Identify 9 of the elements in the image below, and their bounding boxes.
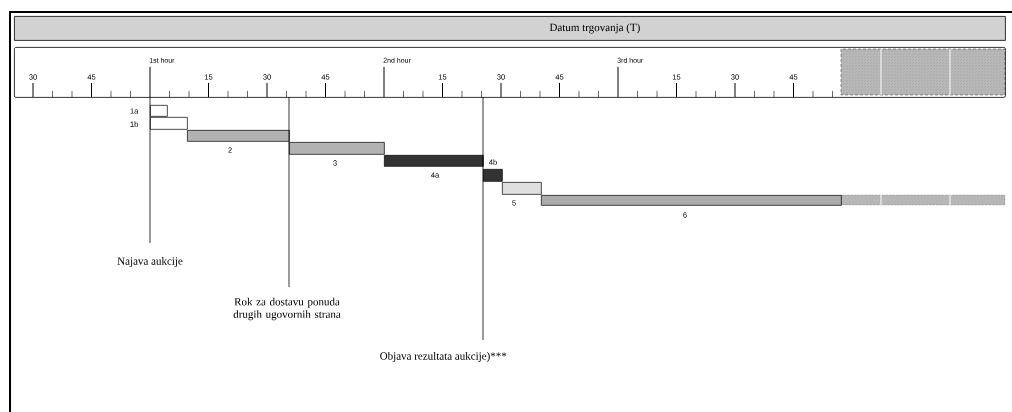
- leader-line: [288, 96, 290, 288]
- leader-line: [149, 96, 151, 244]
- milestone-label: Rok za dostavu ponuda drugih ugovornih strana: [233, 297, 341, 321]
- leader-line: [482, 96, 484, 341]
- time-ruler-drawing: [880, 48, 951, 96]
- milestone-label: Najava aukcije: [117, 257, 183, 267]
- time-ruler-drawing: [14, 47, 1006, 98]
- header-band: Datum trgovanja (T): [14, 16, 1006, 41]
- milestone-label: Objava rezultata aukcije)***: [380, 352, 507, 362]
